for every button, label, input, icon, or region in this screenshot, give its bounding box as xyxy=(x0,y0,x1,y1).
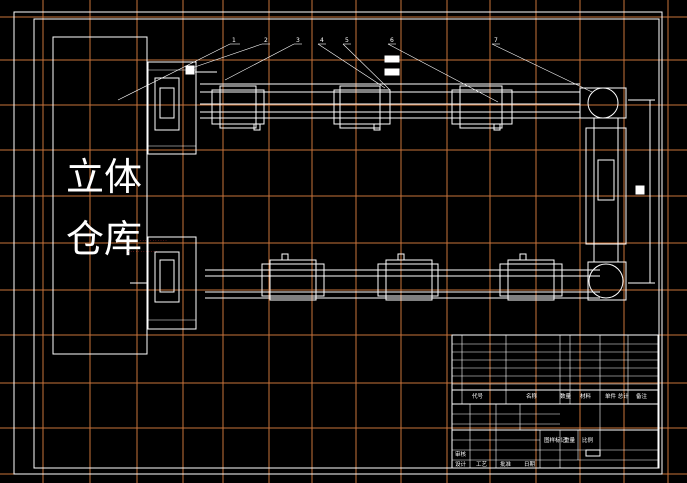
tb-sheet-mark: 图样标记 xyxy=(544,436,567,444)
tb-footer-review: 审核 xyxy=(455,450,467,458)
rack-annotation: · · · · · · · · · · · xyxy=(140,238,167,243)
upper-conveyor xyxy=(200,55,580,131)
vertical-conveyor xyxy=(579,87,655,301)
inner-border xyxy=(33,18,660,469)
callout-6: 6 xyxy=(390,37,394,44)
tb-header-name: 名称 xyxy=(526,392,538,400)
tb-footer-process: 工艺 xyxy=(476,461,488,468)
callouts: 1 2 3 4 5 6 7 xyxy=(117,37,593,103)
storage-rack-outline xyxy=(52,36,148,355)
tb-header-code: 代号 xyxy=(472,392,484,400)
tb-footer-design: 设计 xyxy=(455,460,467,468)
storage-label-line2: 仓库 xyxy=(66,217,142,261)
callout-5: 5 xyxy=(345,37,349,44)
tb-footer-date: 日期 xyxy=(524,461,536,468)
tb-header-weight: 单件 总计 xyxy=(605,392,629,400)
callout-1: 1 xyxy=(232,37,236,44)
storage-label-line1: 立体 xyxy=(66,155,142,199)
callout-7: 7 xyxy=(494,37,498,44)
callout-4: 4 xyxy=(320,37,324,44)
callout-2: 2 xyxy=(264,37,268,44)
outer-border xyxy=(13,11,663,475)
rack-annotation-2: · · · · · · · · · · · · xyxy=(128,249,157,254)
callout-3: 3 xyxy=(296,37,300,44)
title-block: 代号 名称 数量 材料 单件 总计 备注 图样标记 重量 比例 审核 设计 工艺… xyxy=(451,334,659,469)
upper-transfer-station xyxy=(147,61,217,155)
lower-transfer-station xyxy=(130,236,197,330)
tb-header-qty: 数量 xyxy=(560,392,572,400)
tb-header-remark: 备注 xyxy=(636,392,648,400)
tb-footer-approve: 批准 xyxy=(500,460,512,468)
tb-sheet-scale: 比例 xyxy=(582,436,594,444)
tb-header-material: 材料 xyxy=(580,392,592,400)
lower-conveyor xyxy=(205,253,600,301)
tb-sheet-weight: 重量 xyxy=(564,436,576,444)
